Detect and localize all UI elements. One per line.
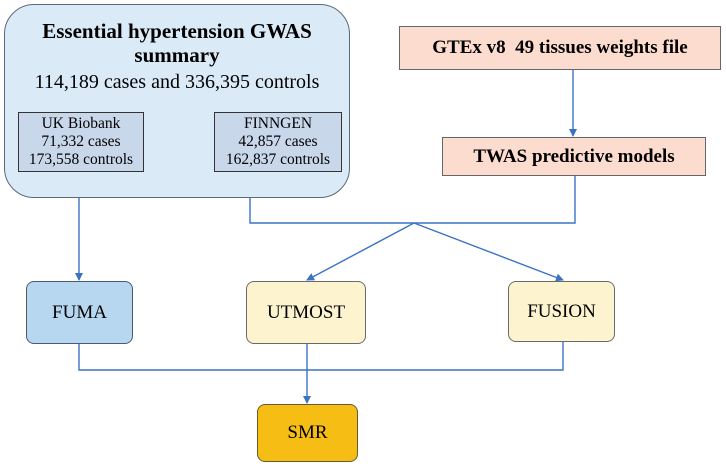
smr-box: SMR: [257, 404, 358, 462]
arrow-merge-to-utmost: [306, 222, 415, 281]
fusion-label: FUSION: [527, 300, 596, 322]
merge-line: [249, 176, 576, 224]
twas-label: TWAS predictive models: [473, 145, 675, 167]
uk-biobank-controls: 173,558 controls: [28, 151, 134, 168]
arrow-merge-to-fusion: [413, 222, 564, 282]
utmost-box: UTMOST: [246, 281, 366, 344]
fusion-box: FUSION: [508, 281, 615, 342]
uk-biobank-box: UK Biobank 71,332 cases 173,558 controls: [18, 112, 144, 172]
fuma-label: FUMA: [52, 301, 107, 323]
gwas-title-line1: Essential hypertension GWAS: [42, 19, 312, 43]
finngen-box: FINNGEN 42,857 cases 162,837 controls: [214, 112, 342, 172]
join-fuma-line: [78, 342, 564, 371]
uk-biobank-name: UK Biobank: [41, 115, 121, 132]
finngen-name: FINNGEN: [243, 115, 313, 132]
uk-biobank-cases: 71,332 cases: [41, 133, 121, 150]
gwas-subtitle: 114,189 cases and 336,395 controls: [34, 71, 320, 93]
finngen-controls: 162,837 controls: [225, 151, 331, 168]
gtex-label: GTEx v8 49 tissues weights file: [432, 37, 688, 58]
smr-label: SMR: [287, 422, 328, 443]
gwas-title-line2: summary: [134, 43, 220, 67]
gwas-title: Essential hypertension GWAS summary: [42, 19, 312, 67]
finngen-cases: 42,857 cases: [238, 133, 318, 150]
twas-models-box: TWAS predictive models: [442, 137, 706, 176]
utmost-label: UTMOST: [266, 301, 346, 323]
gtex-weights-box: GTEx v8 49 tissues weights file: [399, 26, 721, 70]
fuma-box: FUMA: [26, 281, 133, 344]
